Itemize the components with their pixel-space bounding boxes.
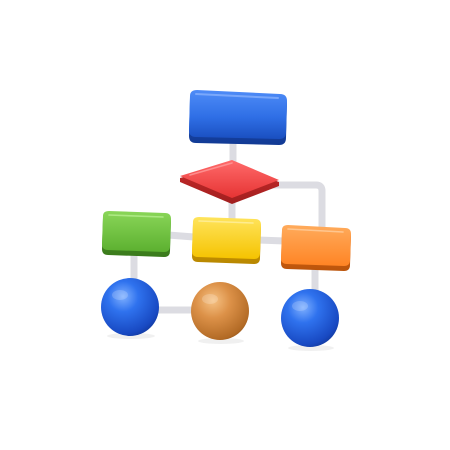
- left-process-block: [102, 211, 171, 257]
- connector-left-to-middle: [164, 231, 198, 241]
- left-end-sphere: [101, 278, 159, 339]
- top-process-block: [189, 90, 287, 145]
- connector-diamond-to-right: [266, 181, 326, 236]
- connector-middle-to-right: [254, 236, 289, 245]
- right-process-block: [281, 225, 351, 271]
- right-end-sphere: [281, 289, 339, 351]
- middle-end-sphere: [191, 282, 249, 344]
- middle-process-block: [192, 217, 261, 264]
- decision-diamond: [180, 160, 279, 204]
